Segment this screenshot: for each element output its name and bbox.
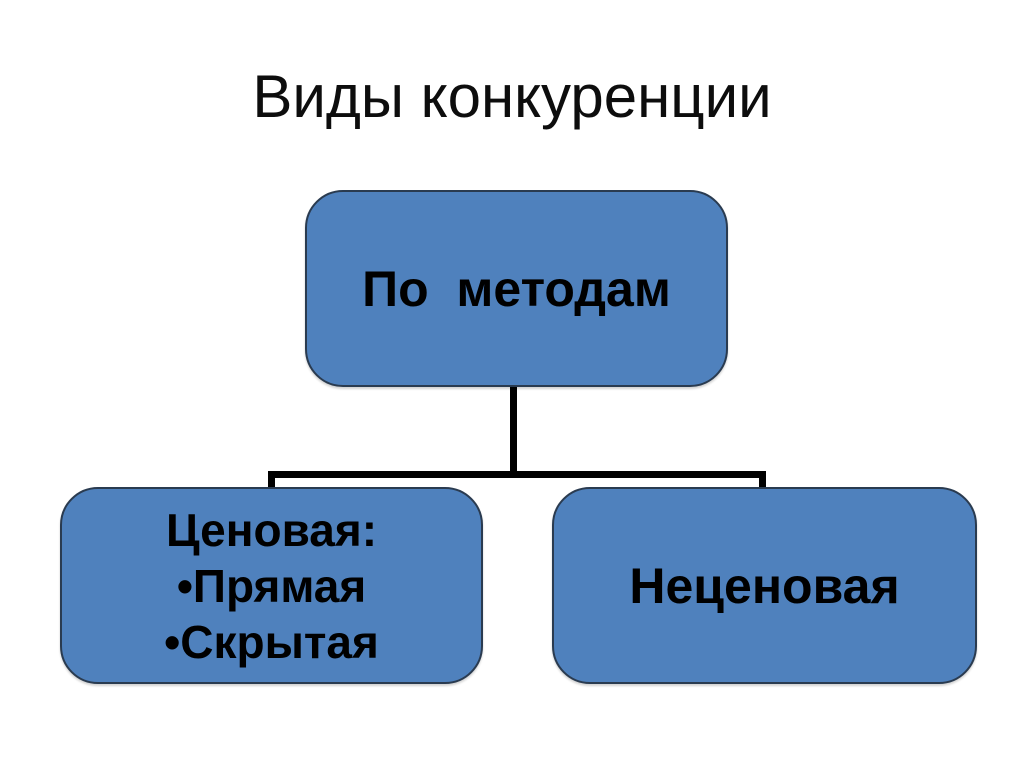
slide-title: Виды конкуренции — [252, 63, 772, 130]
diagram-node-price: Ценовая: •Прямая •Скрытая — [60, 487, 483, 684]
connector-horizontal-bar — [268, 471, 766, 478]
diagram-node-nonprice-label: Неценовая — [629, 557, 900, 614]
connector-root-stem — [510, 387, 517, 475]
diagram-node-root: По методам — [305, 190, 728, 387]
diagram-node-nonprice: Неценовая — [552, 487, 977, 684]
diagram-node-price-heading: Ценовая: — [165, 503, 378, 556]
connector-right-child-drop — [759, 471, 766, 489]
diagram-node-price-bullet-hidden: •Скрытая — [164, 615, 379, 668]
connector-left-child-drop — [268, 471, 275, 489]
diagram-node-root-label: По методам — [362, 260, 671, 317]
diagram-node-price-bullet-direct: •Прямая — [176, 559, 367, 612]
